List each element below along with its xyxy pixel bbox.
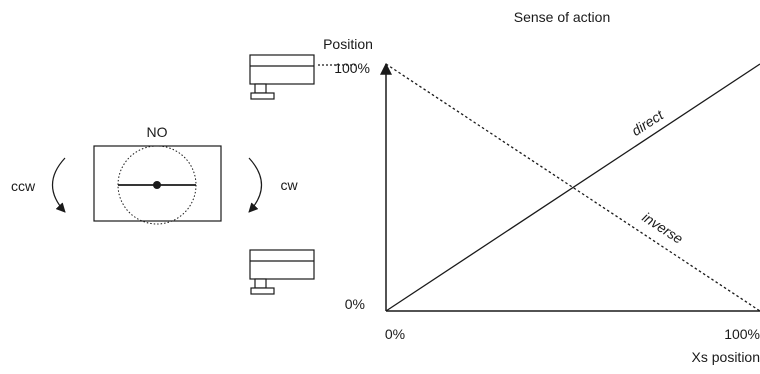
y-tick-label-max: 100% [334, 60, 370, 76]
cw-arrow-icon [248, 157, 262, 213]
valve-state-label: NO [147, 124, 168, 140]
direct-line [385, 63, 760, 312]
ccw-label: ccw [11, 178, 36, 194]
inverse-label: inverse [639, 209, 686, 247]
direct-label: direct [629, 106, 667, 139]
x-tick-label-max: 100% [724, 326, 760, 342]
diagram-title: Sense of action [514, 9, 611, 25]
x-axis-label: Xs position [692, 349, 760, 365]
y-axis-label: Position [323, 36, 373, 52]
valve-icon [93, 145, 222, 225]
ccw-arrow-icon [52, 157, 66, 213]
actuator-top-icon [249, 54, 358, 100]
y-tick-label-min: 0% [345, 296, 365, 312]
x-tick-label-min: 0% [385, 326, 405, 342]
cw-label: cw [280, 177, 298, 193]
actuator-bottom-icon [249, 249, 315, 295]
